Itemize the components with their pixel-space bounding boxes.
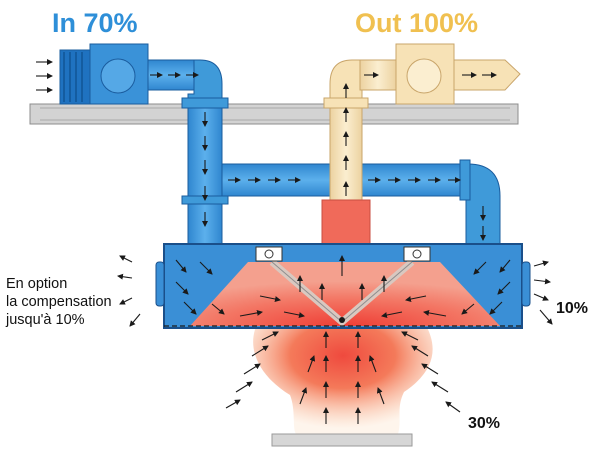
light-fixture-icon — [403, 246, 431, 262]
compensation-note: En option la compensation jusqu'à 10% — [6, 275, 156, 329]
fan-icon — [406, 58, 442, 94]
compensation-note-line1: En option — [6, 276, 68, 292]
exhaust-fan-unit — [359, 43, 521, 105]
exhaust-label: Out 100% — [355, 8, 479, 38]
side-inflow-label: 10% — [556, 300, 589, 317]
cooking-surface — [271, 433, 413, 447]
exhaust-collar — [321, 199, 371, 245]
intake-label: In 70% — [52, 8, 138, 38]
hood-heat-zone — [190, 262, 500, 326]
compensation-note-line3: jusqu'à 10% — [6, 312, 85, 328]
heat-plume — [253, 322, 433, 434]
fan-icon — [100, 58, 136, 94]
ceiling — [29, 103, 519, 125]
light-fixture-icon — [255, 246, 283, 262]
bottom-inflow-label: 30% — [468, 415, 501, 432]
compensation-note-line2: la compensation — [6, 294, 112, 310]
flow-arrows — [36, 59, 553, 424]
intake-fan-unit — [59, 43, 195, 105]
